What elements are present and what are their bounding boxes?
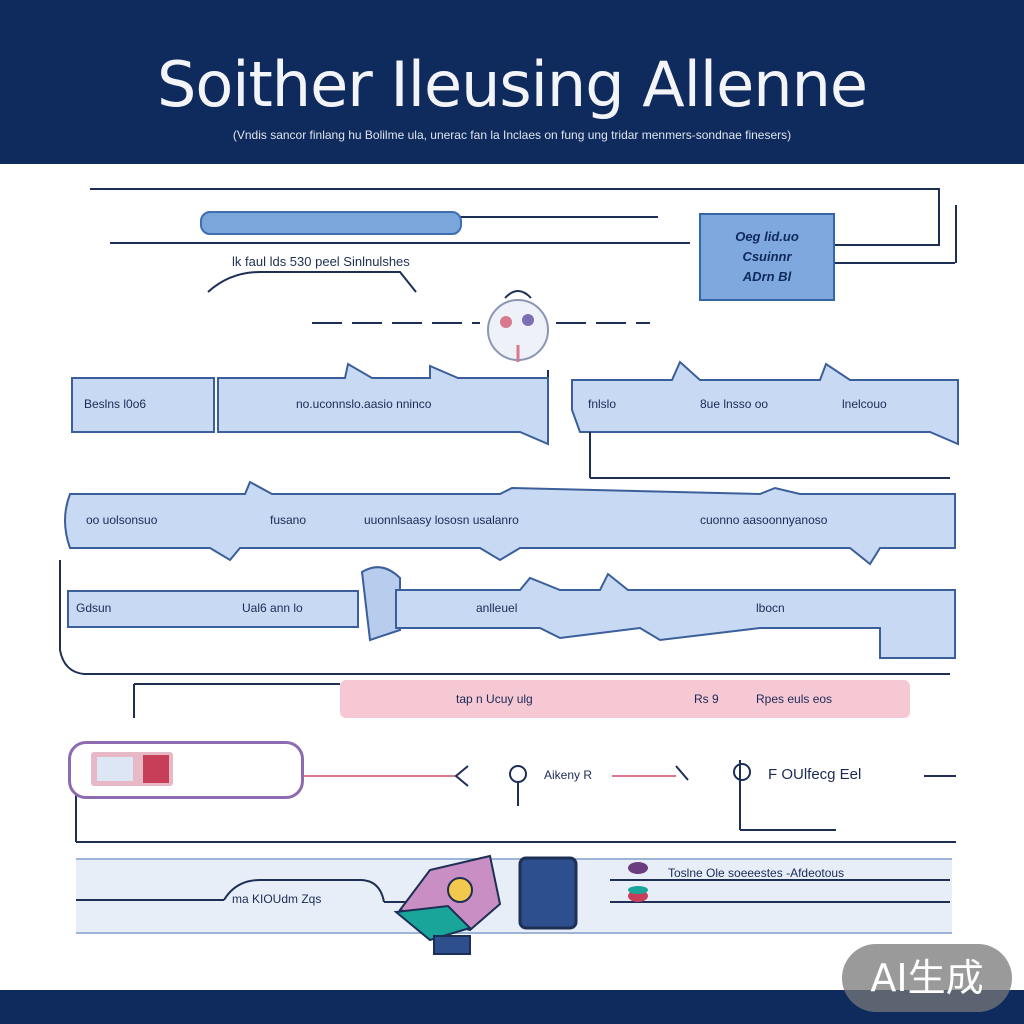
- bottom-band: [76, 858, 952, 934]
- frame-line-under-bar: [458, 216, 658, 218]
- connector-label-b: F OUlfecg Eel: [768, 766, 862, 783]
- frame-line-top: [90, 188, 940, 190]
- card-pill: [68, 741, 304, 799]
- row1-arrow-2: [217, 362, 549, 446]
- bottom-right-text: Toslne Ole soeeestes -Afdeotous: [668, 866, 845, 880]
- row3-block-1: [67, 590, 359, 628]
- card-icon: [91, 752, 173, 786]
- frame-line-box-join-2: [834, 262, 955, 264]
- flow-row-1: [71, 360, 959, 446]
- flower-icon-b: [733, 763, 751, 781]
- side-box-line-2: Csuinnr: [742, 249, 792, 264]
- row1-label-2: no.uconnslo.aasio nninco: [296, 397, 432, 411]
- row2-arrow: [64, 480, 956, 566]
- folder-illustration-icon: [393, 854, 578, 955]
- row3-label-3: anlleuel: [476, 601, 518, 615]
- row2-label-1: oo uolsonsuo: [86, 513, 158, 527]
- side-box-line-3: ADrn Bl: [742, 269, 792, 284]
- row2-label-4: cuonno aasoonnyanoso: [700, 513, 828, 527]
- flow-row-3: [67, 566, 956, 659]
- legend-dot-teal: [628, 886, 648, 894]
- side-info-box: Oeg lid.uo Csuinnr ADrn Bl: [699, 213, 835, 301]
- row1-label-3: fnlslo: [588, 397, 617, 411]
- frame-line-right: [938, 188, 940, 246]
- progress-bar: [200, 211, 462, 235]
- frame-line-box-join: [834, 244, 938, 246]
- row3-label-4: lbocn: [756, 601, 785, 615]
- row1-label-5: lnelcouo: [842, 397, 887, 411]
- row3-arrow: [395, 572, 956, 659]
- row2-label-3: uuonnlsaasy lososn usalanro: [364, 513, 519, 527]
- bottom-left-text: ma KIOUdm Zqs: [232, 892, 322, 906]
- pink-bar-left-text: tap n Ucuy ulg: [456, 692, 533, 706]
- header-banner: [0, 0, 1024, 164]
- page-subtitle: (Vndis sancor finlang hu Bolilme ula, un…: [232, 128, 792, 142]
- top-label: lk faul lds 530 peel Sinlnulshes: [232, 254, 410, 269]
- frame-line-under-label: [110, 242, 690, 244]
- row1-arrow-3: [571, 360, 959, 446]
- side-box-line-1: Oeg lid.uo: [735, 229, 799, 244]
- row2-label-2: fusano: [270, 513, 307, 527]
- row1-label-4: 8ue lnsso oo: [700, 397, 769, 411]
- bottom-bracket: [223, 879, 385, 903]
- connector-label-a: Aikeny R: [544, 768, 593, 782]
- pink-bar-mid-text: Rs 9: [694, 692, 719, 706]
- flower-icon-a: [509, 765, 527, 806]
- frame-line-right-outer: [955, 205, 957, 263]
- row1-label-1: Beslns l0o6: [84, 397, 147, 411]
- row3-label-2: Ual6 ann lo: [242, 601, 303, 615]
- page-title: Soither Ileusing Allenne: [156, 48, 868, 121]
- hub-icon: [487, 290, 549, 362]
- ai-generated-badge: AI生成: [842, 944, 1012, 1012]
- legend-dot-purple: [628, 862, 648, 874]
- pink-status-bar: [340, 680, 910, 718]
- row3-label-1: Gdsun: [76, 601, 112, 615]
- flow-row-2: [64, 480, 956, 566]
- row1-block-1: [71, 377, 215, 433]
- bracket-curve: [207, 271, 417, 293]
- pink-bar-right-text: Rpes euls eos: [756, 692, 833, 706]
